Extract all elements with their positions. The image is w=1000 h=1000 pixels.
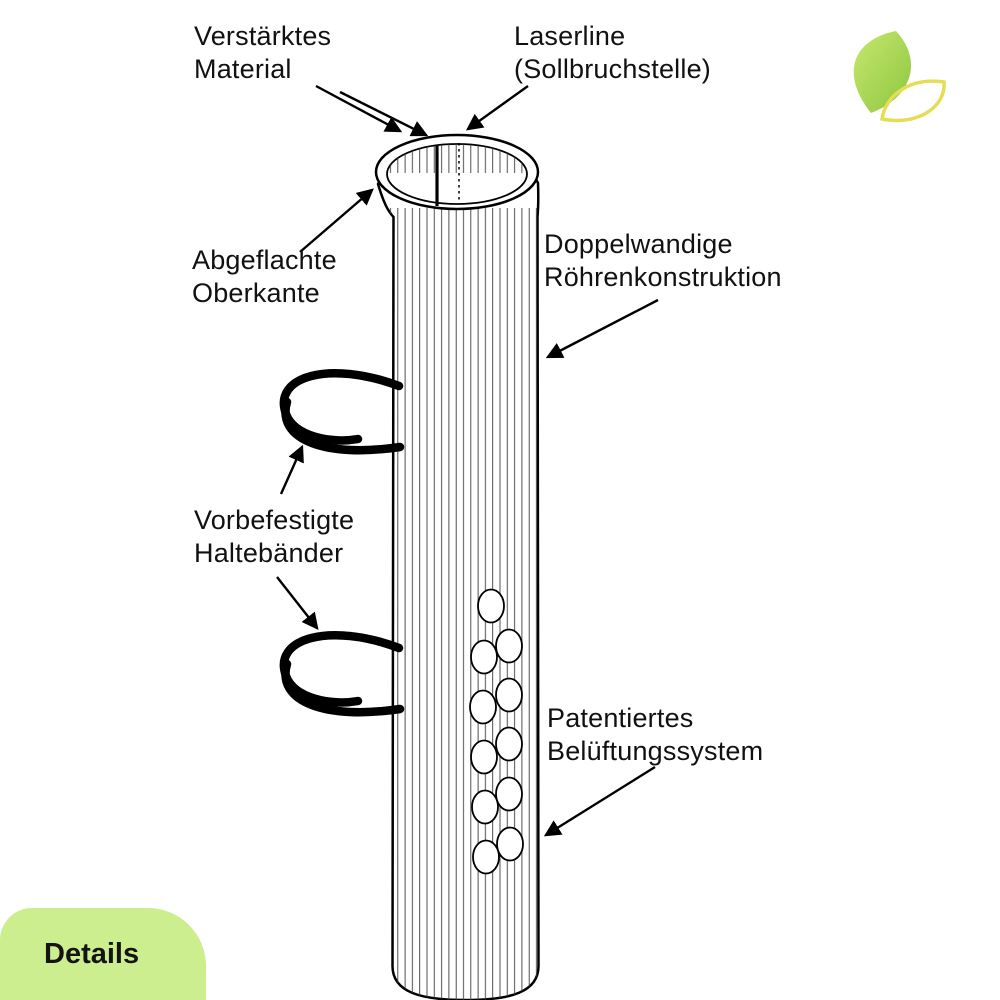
- label-pre-attached-straps: Vorbefestigte Haltebänder: [194, 505, 355, 568]
- vent-hole: [477, 588, 505, 624]
- vent-hole: [470, 639, 498, 675]
- yellow-leaf-icon: [880, 79, 946, 123]
- ventilation-holes: [469, 588, 524, 875]
- vent-hole: [495, 776, 523, 812]
- vent-hole: [472, 839, 500, 875]
- vent-hole: [495, 677, 523, 713]
- arrow-ventilation: [543, 765, 656, 837]
- vent-hole: [470, 739, 498, 775]
- vent-hole: [471, 789, 499, 825]
- arrow-double-wall: [545, 298, 659, 359]
- green-leaf-icon: [853, 31, 912, 113]
- details-badge: Details: [0, 908, 206, 1000]
- arrow-laserline: [465, 85, 529, 131]
- label-ventilation-system: Patentiertes Belüftungssystem: [547, 703, 764, 766]
- arrow-strap-top: [279, 444, 304, 495]
- details-badge-label: Details: [44, 937, 140, 970]
- tube-ribs: [388, 208, 539, 1000]
- strap-bottom: [284, 635, 400, 712]
- vent-hole: [495, 628, 523, 664]
- vent-hole: [496, 826, 524, 862]
- arrow-reinforced-2: [339, 90, 429, 137]
- arrow-strap-bottom: [276, 576, 319, 630]
- callout-arrows: [276, 84, 659, 837]
- label-laserline: Laserline (Sollbruchstelle): [514, 21, 711, 84]
- arrow-top-edge: [299, 188, 374, 253]
- label-double-wall-construction: Doppelwandige Röhrenkonstruktion: [544, 229, 782, 292]
- leaf-logo: [853, 31, 946, 123]
- vent-hole: [495, 726, 523, 762]
- vent-hole: [469, 689, 497, 725]
- strap-top: [284, 373, 400, 450]
- label-flattened-top-edge: Abgeflachte Oberkante: [192, 245, 337, 308]
- arrow-reinforced-1: [315, 84, 403, 133]
- label-reinforced-material: Verstärktes Material: [194, 21, 332, 84]
